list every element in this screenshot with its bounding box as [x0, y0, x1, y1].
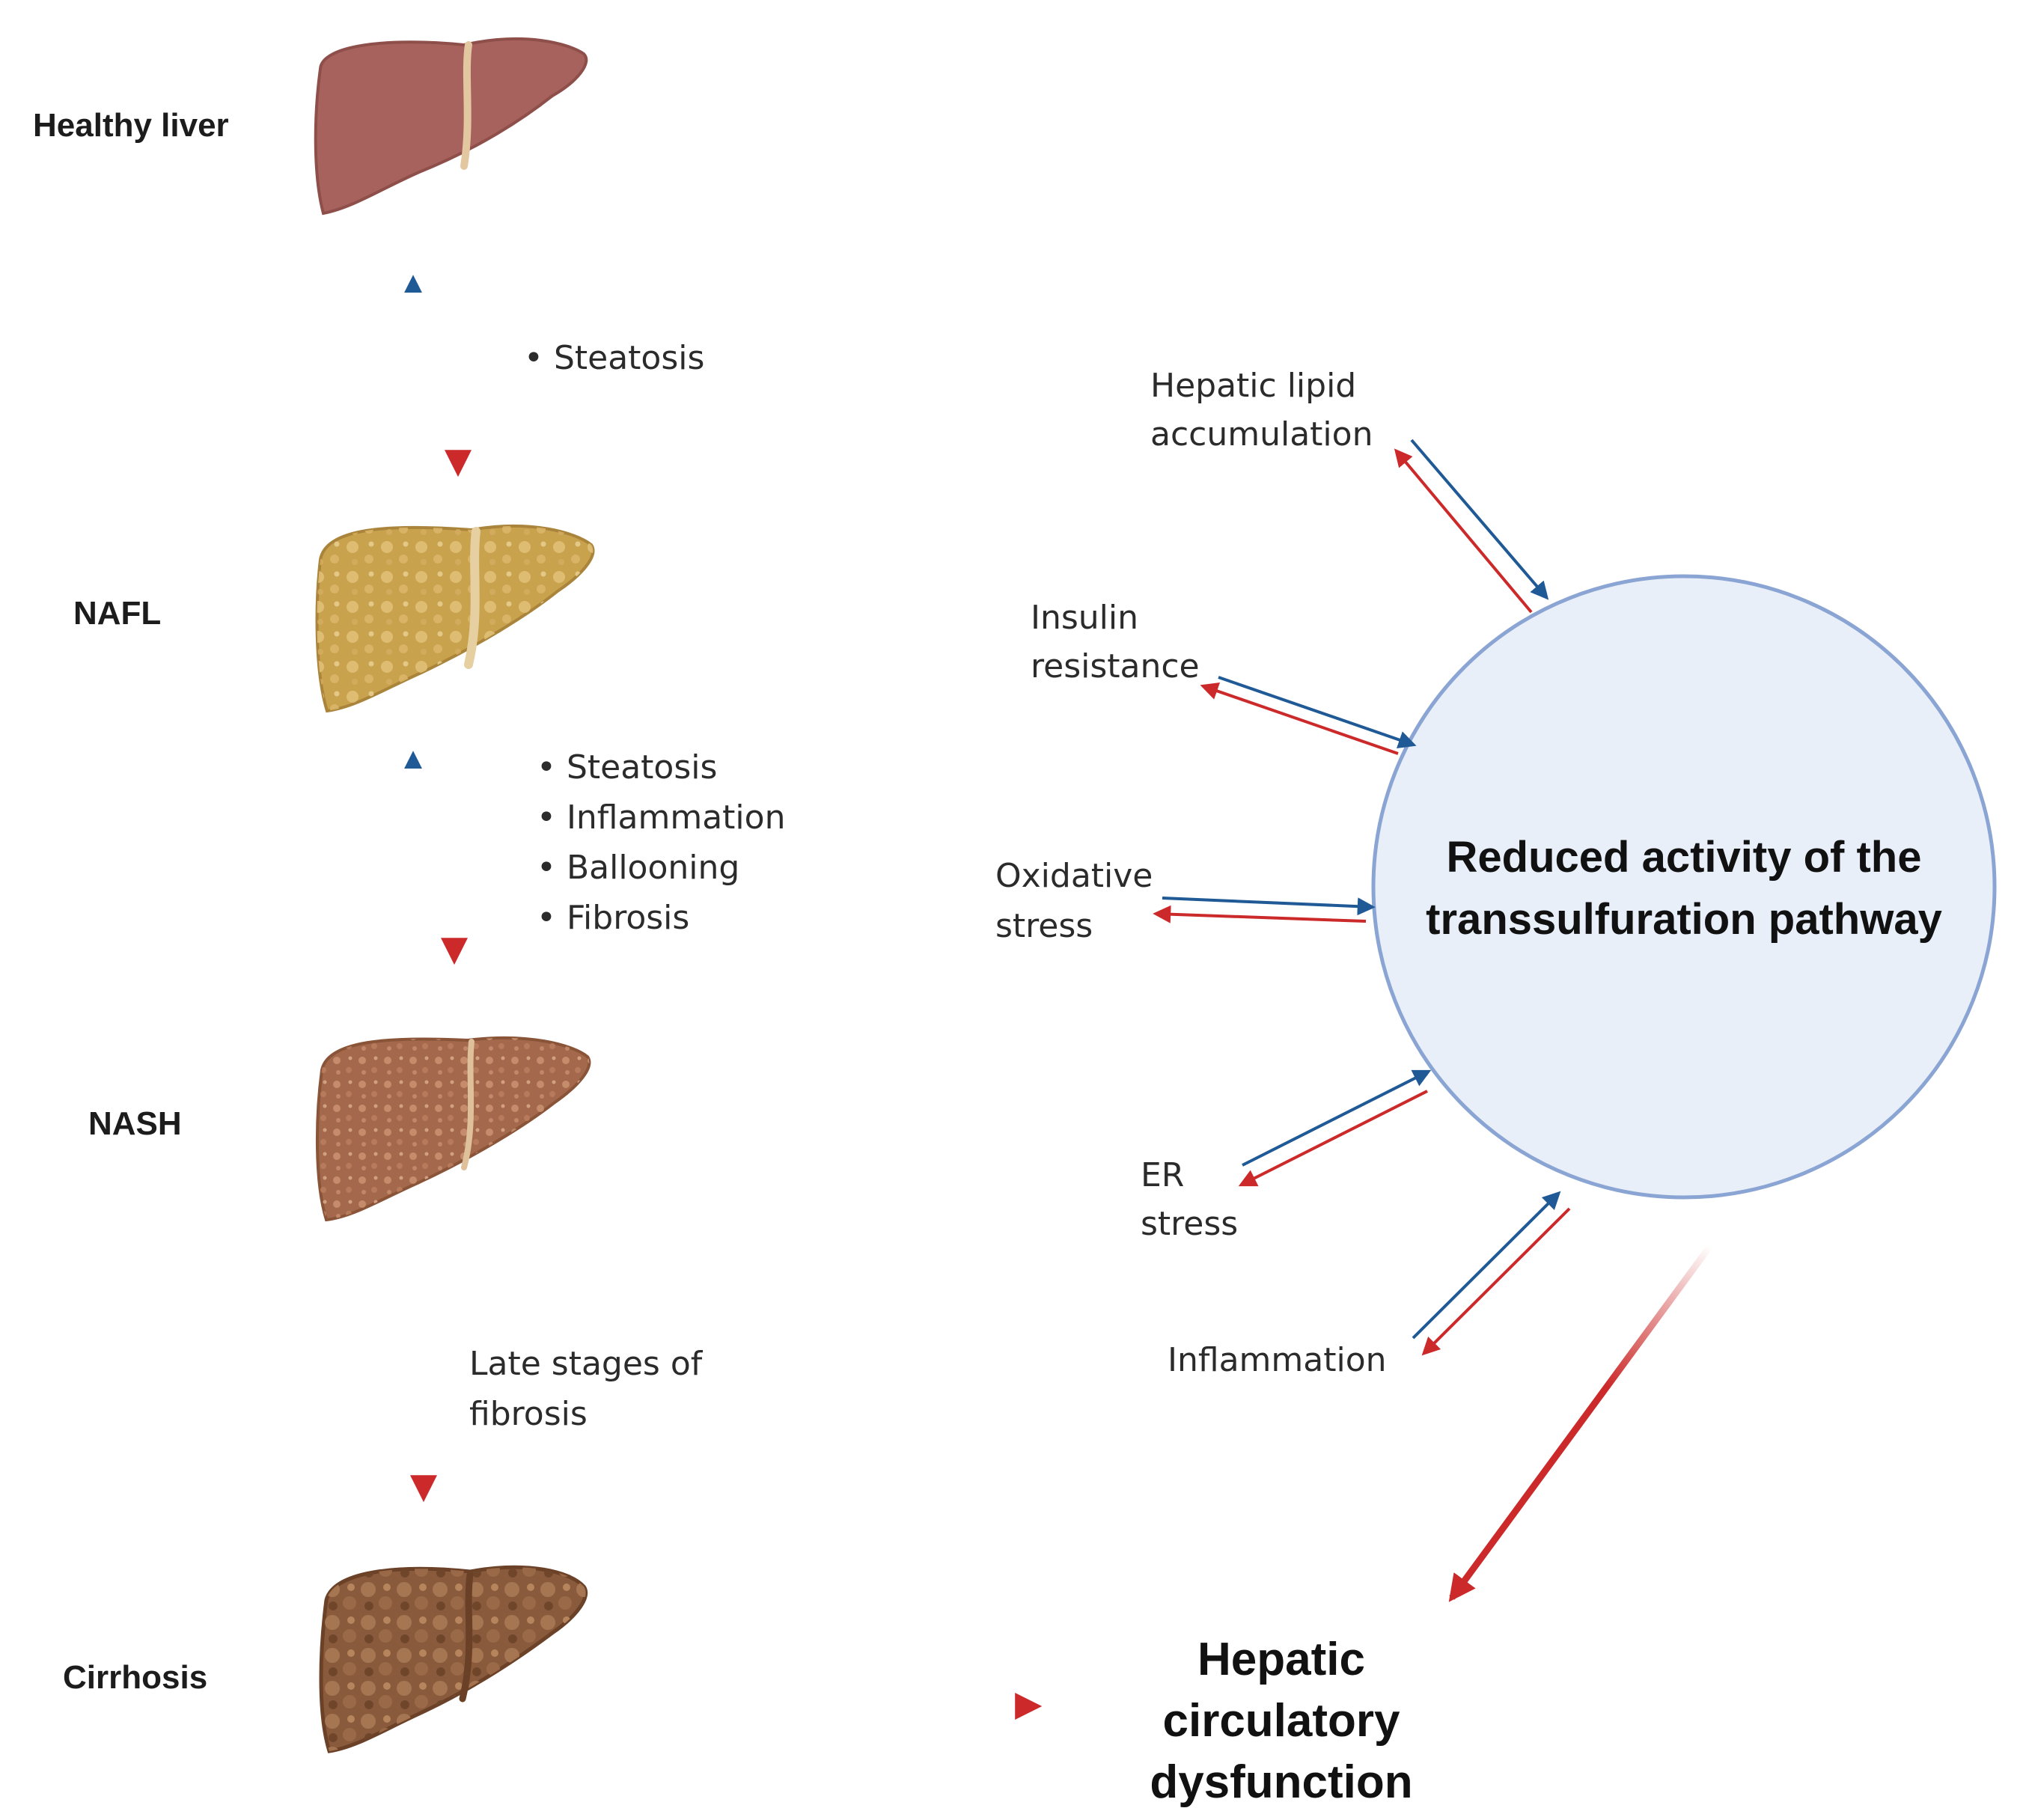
inflammation-arrows [1412, 1191, 1571, 1356]
center-label-line: Reduced activity of the [1447, 833, 1922, 882]
factor-label-line: Hepatic lipid [1150, 367, 1356, 405]
factor-label-line: stress [1141, 1205, 1238, 1243]
factor-label-line: accumulation [1150, 415, 1373, 454]
transition-text-line: fibrosis [469, 1395, 588, 1433]
lipid-arrows [1394, 439, 1549, 614]
arrow-to-factor [1421, 1207, 1571, 1356]
insulin-arrows [1200, 676, 1417, 755]
stage-label-nafl: NAFL [73, 595, 161, 632]
arrow-to-center [1162, 897, 1376, 916]
factor-label-line: ER [1141, 1156, 1184, 1194]
arrow-to-factor [1200, 682, 1399, 755]
transition-text-line: Late stages of [469, 1345, 704, 1383]
stage-label-healthy: Healthy liver [33, 107, 229, 144]
arrow-to-factor [1394, 448, 1533, 614]
transition-bullet: • Ballooning [537, 849, 739, 887]
oxidative-arrows [1153, 897, 1376, 923]
stage-label-cirrhosis: Cirrhosis [63, 1659, 207, 1696]
arrow-to-factor [1238, 1090, 1428, 1187]
cirrhosis-liver-icon [319, 1565, 588, 1753]
arrow-to-center [1218, 676, 1417, 749]
transsulfuration-circle [1371, 574, 1997, 1200]
outcome-label-line: circulatory [1162, 1695, 1400, 1747]
transition-bullet: • Inflammation [537, 798, 785, 837]
arrow-to-center [1410, 439, 1549, 600]
arrow-to-center [1412, 1191, 1561, 1340]
healthy-liver-icon [314, 37, 588, 216]
outcome-label-line: dysfunction [1150, 1756, 1412, 1808]
transition-bullet: • Steatosis [537, 748, 717, 787]
center-label-line: transsulfuration pathway [1426, 895, 1942, 944]
factor-label-line: resistance [1031, 647, 1200, 685]
arrow-to-factor [1153, 905, 1367, 923]
factor-label-line: Inflammation [1168, 1341, 1387, 1379]
factor-label-line: stress [995, 907, 1093, 945]
transition-bullet: • Fibrosis [537, 899, 689, 937]
stage-label-nash: NASH [88, 1105, 182, 1142]
arrow-to-center [1242, 1069, 1432, 1167]
nafl-nash-arrows [404, 748, 468, 965]
nafl-nash-bullets: • Steatosis • Inflammation • Ballooning … [537, 748, 785, 937]
transition-bullet: • Steatosis [524, 339, 704, 377]
healthy-nafl-arrows [404, 260, 472, 483]
nafl-liver-icon [315, 525, 595, 713]
factor-label-line: Insulin [1031, 599, 1138, 637]
nash-liver-icon [315, 1036, 591, 1222]
factor-label-line: Oxidative [995, 857, 1153, 895]
outcome-label-line: Hepatic [1197, 1634, 1365, 1685]
er-arrows [1238, 1069, 1432, 1187]
center-to-outcome-arrow [1448, 1244, 1713, 1602]
